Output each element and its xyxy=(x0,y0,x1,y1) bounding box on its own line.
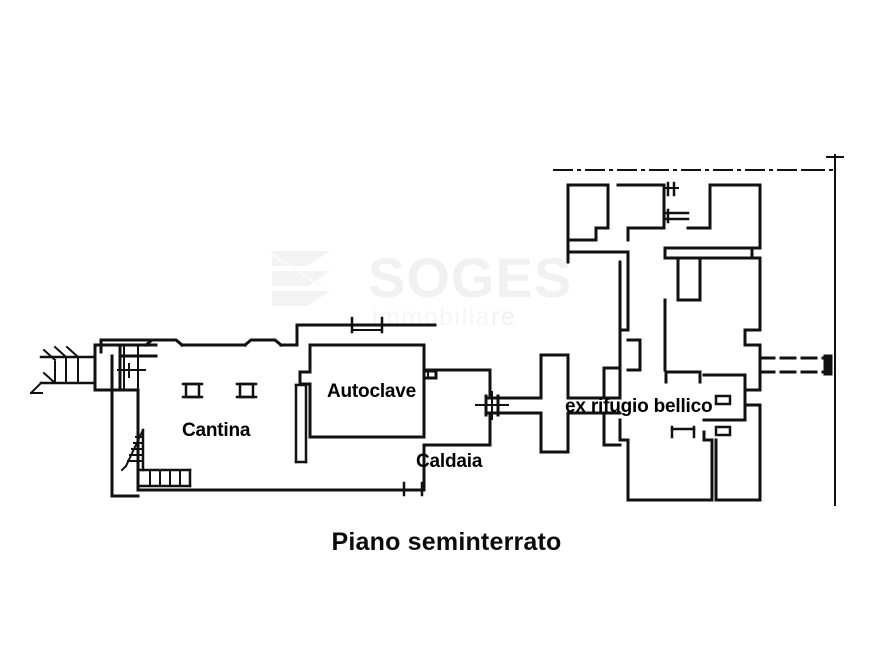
window-symbol-icon xyxy=(670,425,696,439)
room-label-autoclave: Autoclave xyxy=(327,381,417,402)
connecting-corridor xyxy=(496,353,622,454)
door-symbol-icon xyxy=(664,181,679,197)
room-label-cantina: Cantina xyxy=(182,420,251,441)
room-label-ex-rifugio-bellico: ex rifugio bellico xyxy=(565,396,713,417)
interior-staircase-icon xyxy=(120,428,192,488)
pillar-symbol-icon xyxy=(235,382,258,399)
window-opening-icon xyxy=(402,481,424,497)
vestibule-door-icon xyxy=(117,346,146,389)
door-symbol-icon xyxy=(664,208,690,224)
page-title: Piano seminterrato xyxy=(331,528,562,556)
room-label-caldaia: Caldaia xyxy=(416,451,483,472)
exterior-staircase-icon xyxy=(29,345,97,395)
window-symbol-icon xyxy=(714,394,732,406)
window-symbol-icon xyxy=(714,425,732,437)
pillar-symbol-icon xyxy=(181,382,204,399)
window-opening-icon xyxy=(350,316,384,334)
door-connection-icon xyxy=(475,391,509,420)
